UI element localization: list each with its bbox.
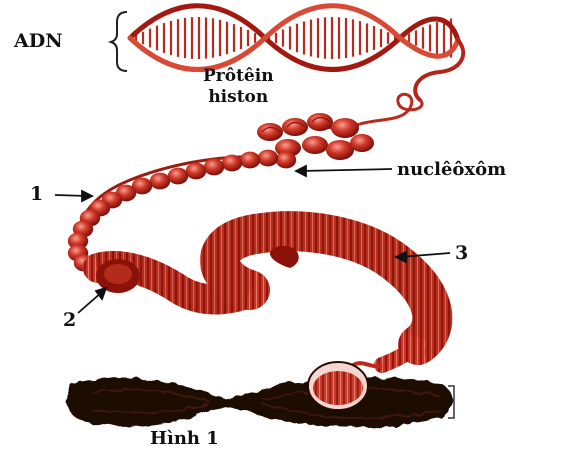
level-1-label: 1 xyxy=(30,185,43,204)
nucleosome-bead xyxy=(276,152,296,169)
magnified-region xyxy=(308,362,368,410)
supercoil-fiber xyxy=(96,231,432,390)
nucleosome-label: nuclêôxôm xyxy=(397,161,506,179)
nucleosome-bead xyxy=(240,152,260,169)
level-2-label: 2 xyxy=(63,311,76,330)
nucleosome-bead xyxy=(204,159,224,176)
nucleosome-bead xyxy=(168,168,188,185)
nucleosome-bead xyxy=(150,173,170,190)
figure-caption: Hình 1 xyxy=(150,430,219,448)
dna-bracket xyxy=(111,12,127,71)
level-3-label: 3 xyxy=(455,244,468,263)
histone-bead xyxy=(302,136,328,154)
dna-double-helix xyxy=(130,6,463,100)
histone-bead xyxy=(326,140,354,160)
chromosome xyxy=(67,377,453,427)
histone-label-line2: histon xyxy=(203,87,274,108)
nucleosome-arrow xyxy=(300,169,392,171)
dna-label: ADN xyxy=(14,32,63,51)
histone-bead xyxy=(350,134,374,152)
histone-label-line1: Prôtêin xyxy=(203,66,274,87)
nucleosome-bead xyxy=(258,150,278,167)
nucleosome-bead xyxy=(186,163,206,180)
histone-bead xyxy=(331,118,359,138)
histone-label: Prôtêin histon xyxy=(203,66,274,108)
nucleosome-bead xyxy=(222,155,242,172)
